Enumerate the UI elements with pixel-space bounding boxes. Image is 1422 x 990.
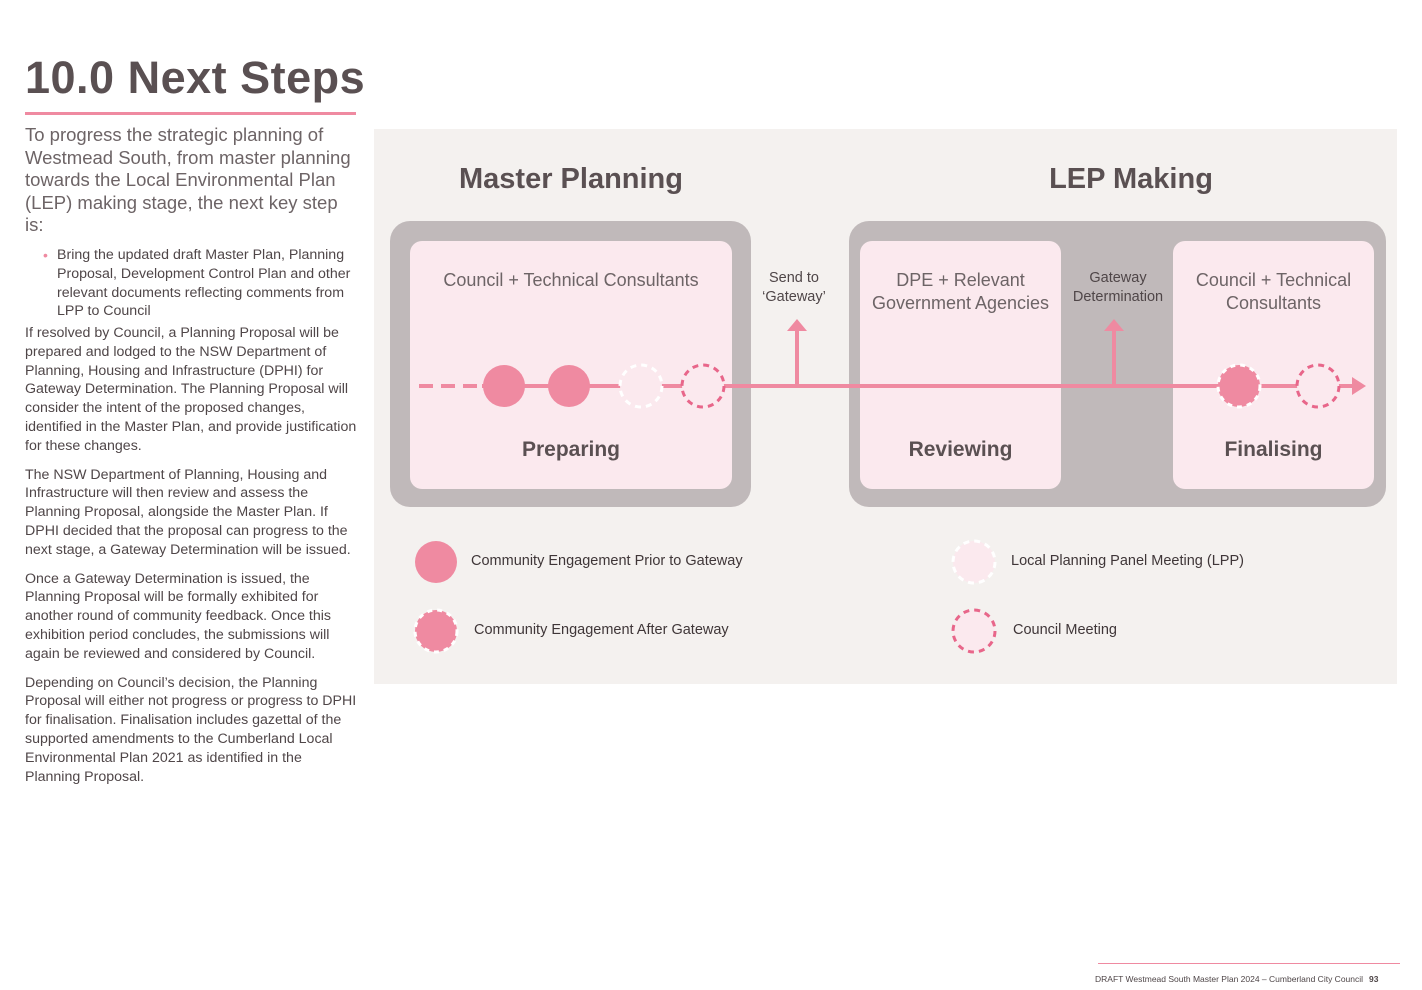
finalising-box bbox=[1173, 241, 1374, 489]
next-steps-list: • Bring the updated draft Master Plan, P… bbox=[25, 246, 355, 321]
timeline-arrowhead-icon bbox=[1352, 377, 1366, 395]
arrow-up-icon bbox=[787, 319, 807, 331]
process-diagram-graphic bbox=[390, 221, 1386, 654]
legend-lpp-label: Local Planning Panel Meeting (LPP) bbox=[1011, 553, 1244, 569]
title-underline bbox=[25, 112, 356, 115]
legend-engagement-after-icon bbox=[413, 608, 459, 654]
reviewing-box bbox=[860, 241, 1061, 489]
page-footer: DRAFT Westmead South Master Plan 2024 – … bbox=[1095, 974, 1379, 984]
intro-paragraph: To progress the strategic planning of We… bbox=[25, 124, 351, 235]
legend-council-meeting-label: Council Meeting bbox=[1013, 622, 1117, 638]
legend-engagement-prior-label: Community Engagement Prior to Gateway bbox=[471, 553, 743, 569]
phase-heading-master-planning: Master Planning bbox=[459, 163, 683, 195]
send-to-gateway-label: Send to ‘Gateway’ bbox=[762, 270, 826, 305]
footer-rule bbox=[1098, 963, 1400, 964]
stage-name-preparing: Preparing bbox=[521, 438, 621, 461]
legend-council-meeting-icon bbox=[951, 608, 997, 654]
body-text: If resolved by Council, a Planning Propo… bbox=[25, 324, 357, 796]
bullet-icon: • bbox=[43, 247, 48, 263]
footer-text: DRAFT Westmead South Master Plan 2024 – … bbox=[1095, 974, 1364, 984]
gateway-determination-label: Gateway Determination bbox=[1072, 270, 1164, 305]
page-number: 93 bbox=[1369, 974, 1379, 984]
engagement-prior-marker bbox=[483, 365, 525, 407]
council-meeting-marker bbox=[680, 363, 726, 409]
stage-name-finalising: Finalising bbox=[1224, 438, 1323, 461]
legend-lpp-icon bbox=[951, 539, 997, 585]
engagement-after-marker bbox=[1216, 363, 1262, 409]
stage-group-label: Council + Technical Consultants bbox=[1195, 270, 1352, 313]
stage-group-label: DPE + Relevant Government Agencies bbox=[871, 270, 1050, 313]
body-paragraph: The NSW Department of Planning, Housing … bbox=[25, 466, 351, 558]
stage-group-label: Council + Technical Consultants bbox=[443, 270, 699, 290]
list-item-text: Bring the updated draft Master Plan, Pla… bbox=[57, 247, 351, 320]
legend-engagement-after-label: Community Engagement After Gateway bbox=[474, 622, 729, 638]
body-paragraph: Once a Gateway Determination is issued, … bbox=[25, 570, 331, 662]
body-paragraph: Depending on Council’s decision, the Pla… bbox=[25, 674, 357, 785]
engagement-prior-marker bbox=[548, 365, 590, 407]
phase-heading-lep-making: LEP Making bbox=[1049, 163, 1213, 195]
legend-engagement-prior-icon bbox=[415, 541, 457, 583]
council-meeting-marker bbox=[1295, 363, 1341, 409]
process-diagram: Master Planning LEP Making Council + Tec… bbox=[374, 129, 1397, 684]
preparing-box bbox=[410, 241, 732, 489]
page-title: 10.0 Next Steps bbox=[25, 52, 366, 103]
lpp-meeting-marker bbox=[618, 363, 664, 409]
stage-name-reviewing: Reviewing bbox=[908, 438, 1013, 461]
list-item: • Bring the updated draft Master Plan, P… bbox=[25, 246, 355, 321]
body-paragraph: If resolved by Council, a Planning Propo… bbox=[25, 325, 357, 454]
arrow-up-icon bbox=[1104, 319, 1124, 331]
